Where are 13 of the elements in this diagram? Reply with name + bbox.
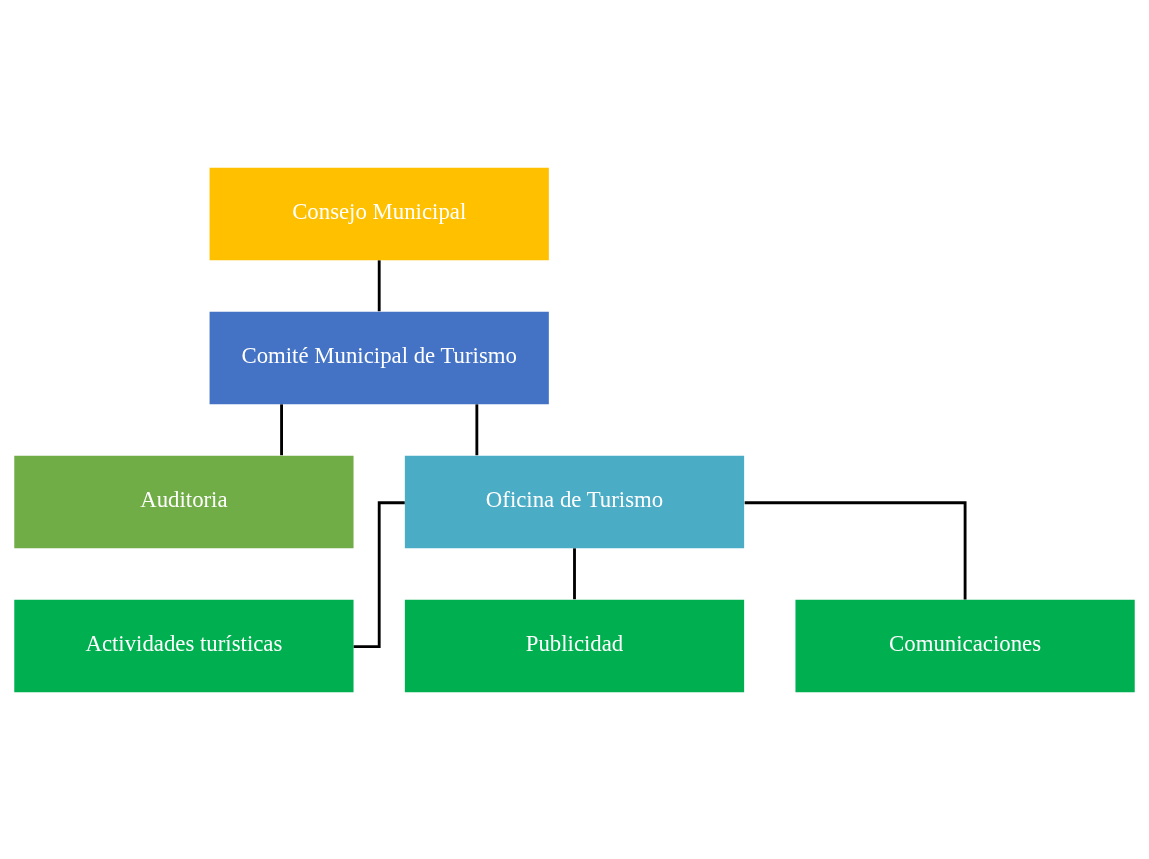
- connector: [353, 500, 405, 648]
- node-box: Oficina de Turismo: [404, 455, 745, 548]
- connector: [475, 403, 479, 455]
- connector: [377, 259, 381, 311]
- node-box: Comunicaciones: [795, 599, 1135, 692]
- node-box: Consejo Municipal: [209, 167, 549, 260]
- connector: [573, 547, 576, 599]
- node-box: Comité Municipal de Turismo: [209, 311, 549, 404]
- node-box: Publicidad: [404, 599, 745, 692]
- node-box: Actividades turísticas: [14, 599, 354, 692]
- connector: [744, 500, 967, 599]
- node-box: Auditoria: [14, 455, 354, 548]
- connector: [280, 403, 283, 455]
